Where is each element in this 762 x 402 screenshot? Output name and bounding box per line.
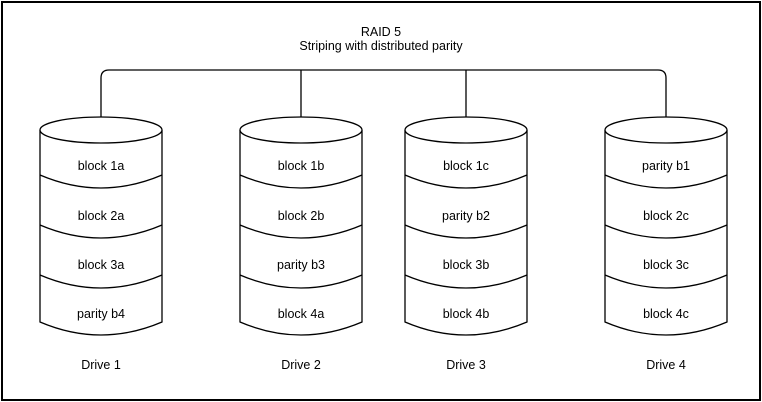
- cylinder-divider: [404, 274, 528, 289]
- cylinder-divider: [239, 224, 363, 239]
- drive-4-cylinder: parity b1 block 2c block 3c block 4c Dri…: [604, 116, 728, 372]
- block-label: parity b3: [277, 258, 325, 272]
- block-label: block 2b: [278, 209, 325, 223]
- block-label: block 1b: [278, 159, 325, 173]
- cylinder-top: [404, 116, 528, 144]
- cylinder-divider: [39, 274, 163, 289]
- block-label: block 1a: [78, 159, 125, 173]
- cylinder-body: [604, 130, 728, 336]
- block-label: parity b2: [442, 209, 490, 223]
- drive-label: Drive 4: [646, 358, 686, 372]
- block-label: block 3a: [78, 258, 125, 272]
- bus-connector-line: [100, 69, 667, 117]
- block-label: block 3b: [443, 258, 490, 272]
- drive-3-cylinder: block 1c parity b2 block 3b block 4b Dri…: [404, 116, 528, 372]
- cylinder-divider: [239, 274, 363, 289]
- block-label: block 2c: [643, 209, 689, 223]
- drive-label: Drive 2: [281, 358, 321, 372]
- cylinder-body: [39, 130, 163, 336]
- cylinder-divider: [604, 174, 728, 189]
- diagram-title: RAID 5: [361, 25, 401, 39]
- block-label: parity b1: [642, 159, 690, 173]
- cylinder-divider: [39, 174, 163, 189]
- cylinder-divider: [239, 174, 363, 189]
- drive-label: Drive 3: [446, 358, 486, 372]
- block-label: block 4c: [643, 307, 689, 321]
- cylinder-divider: [604, 274, 728, 289]
- block-label: block 4a: [278, 307, 325, 321]
- cylinder-body: [239, 130, 363, 336]
- block-label: block 4b: [443, 307, 490, 321]
- cylinder-top: [604, 116, 728, 144]
- block-label: block 3c: [643, 258, 689, 272]
- cylinder-divider: [404, 174, 528, 189]
- drive-label: Drive 1: [81, 358, 121, 372]
- block-label: block 2a: [78, 209, 125, 223]
- cylinder-divider: [604, 224, 728, 239]
- diagram-subtitle: Striping with distributed parity: [299, 39, 463, 53]
- cylinder-top: [39, 116, 163, 144]
- cylinder-divider: [39, 224, 163, 239]
- cylinder-body: [404, 130, 528, 336]
- drive-1-cylinder: block 1a block 2a block 3a parity b4 Dri…: [39, 116, 163, 372]
- block-label: block 1c: [443, 159, 489, 173]
- cylinder-top: [239, 116, 363, 144]
- block-label: parity b4: [77, 307, 125, 321]
- cylinder-divider: [404, 224, 528, 239]
- drive-2-cylinder: block 1b block 2b parity b3 block 4a Dri…: [239, 116, 363, 372]
